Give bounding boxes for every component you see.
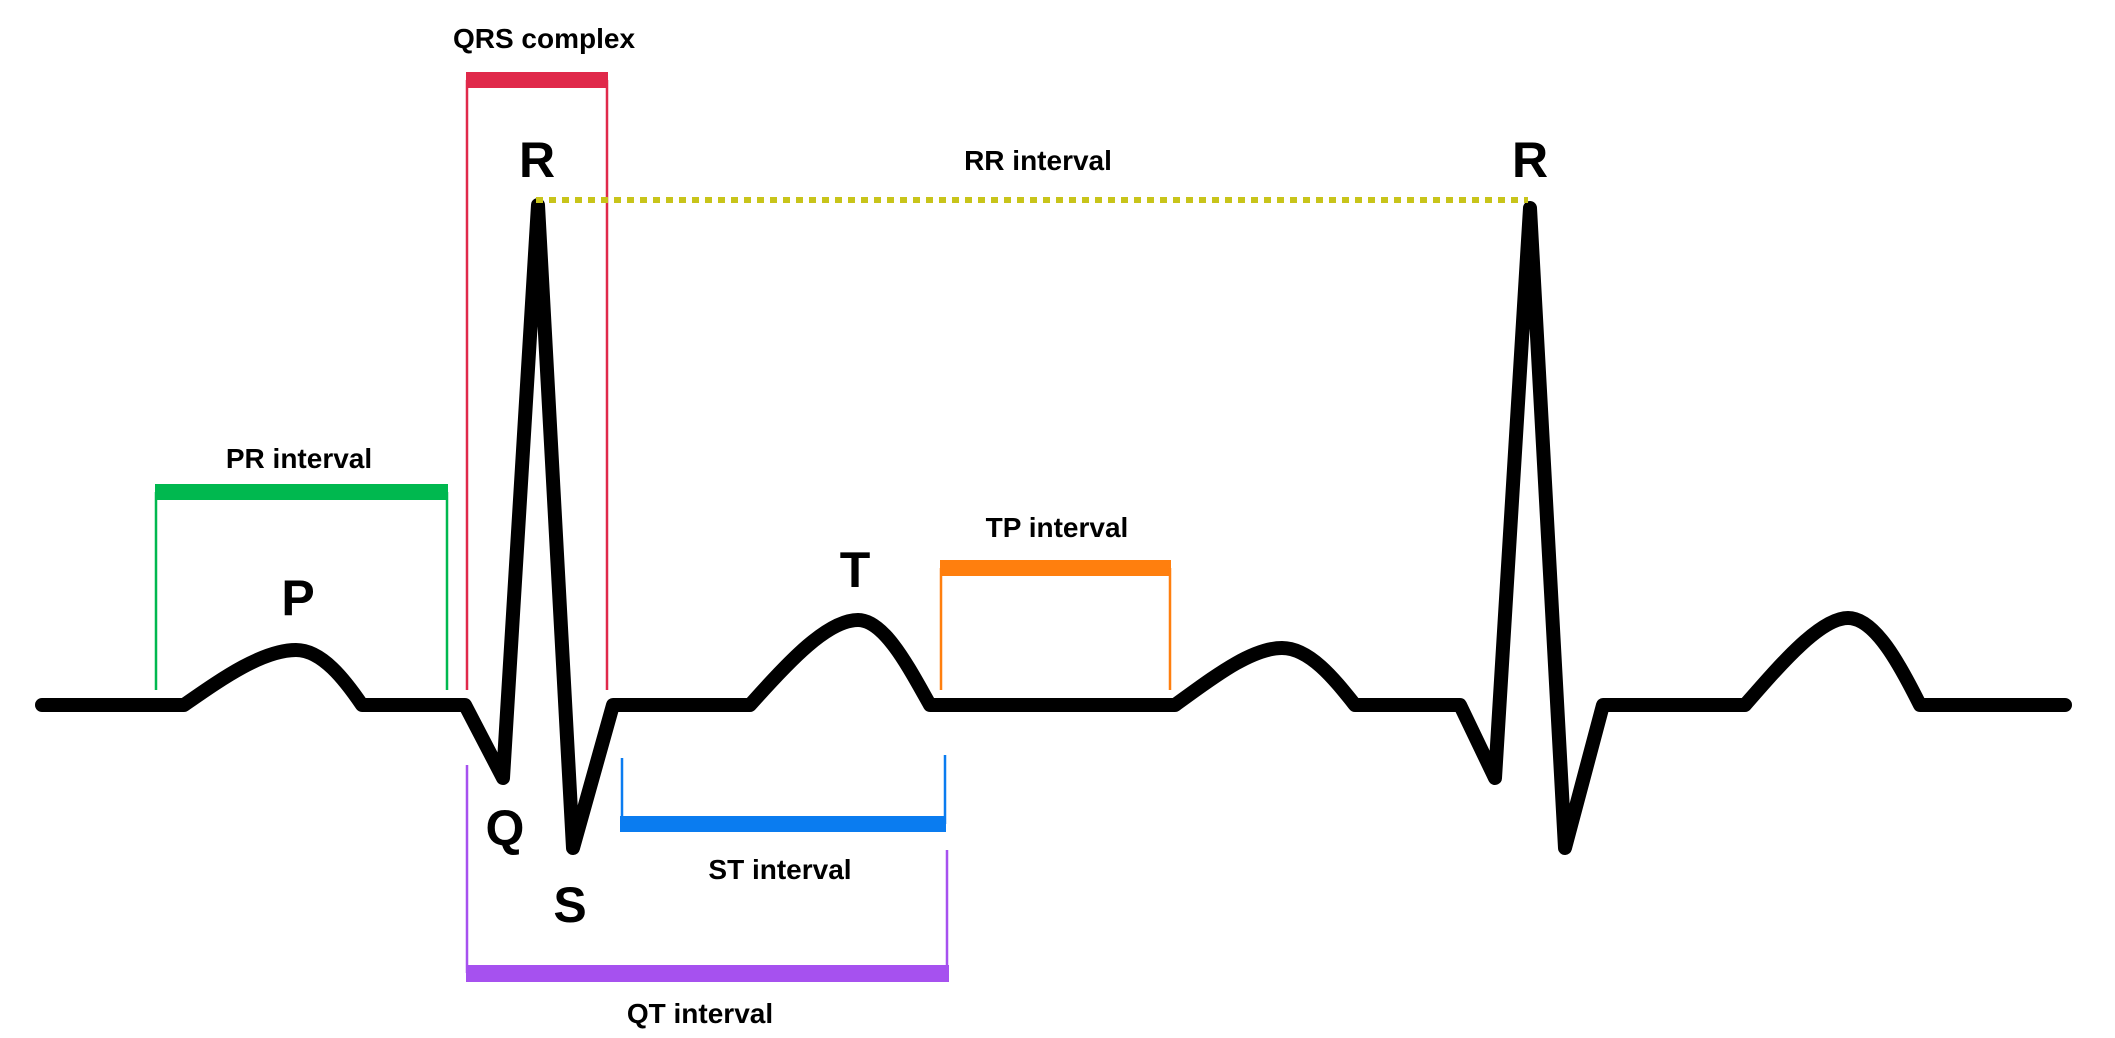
qrs-bracket-bar xyxy=(466,72,608,88)
rr-interval-label: RR interval xyxy=(964,145,1112,176)
s-wave-label: S xyxy=(553,877,586,933)
t-wave-label: T xyxy=(840,542,871,598)
pr-interval-label: PR interval xyxy=(226,443,372,474)
qrs-complex-label: QRS complex xyxy=(453,23,635,54)
st-bracket-bar xyxy=(620,816,946,832)
pr-interval-bracket xyxy=(154,484,449,690)
qt-interval-label: QT interval xyxy=(627,998,773,1029)
r-wave-label-second: R xyxy=(1512,132,1548,188)
q-wave-label: Q xyxy=(486,800,525,856)
qt-interval-bracket xyxy=(465,765,949,982)
p-wave-label: P xyxy=(281,570,314,626)
r-wave-label-first: R xyxy=(519,132,555,188)
qt-bracket-bar xyxy=(466,965,949,982)
st-interval-bracket xyxy=(620,755,947,832)
qrs-complex-bracket xyxy=(465,72,609,690)
tp-interval-bracket xyxy=(939,560,1172,690)
tp-interval-label: TP interval xyxy=(986,512,1129,543)
tp-bracket-bar xyxy=(940,560,1171,576)
st-interval-label: ST interval xyxy=(708,854,851,885)
pr-bracket-bar xyxy=(155,484,448,500)
ecg-trace xyxy=(35,198,2072,855)
